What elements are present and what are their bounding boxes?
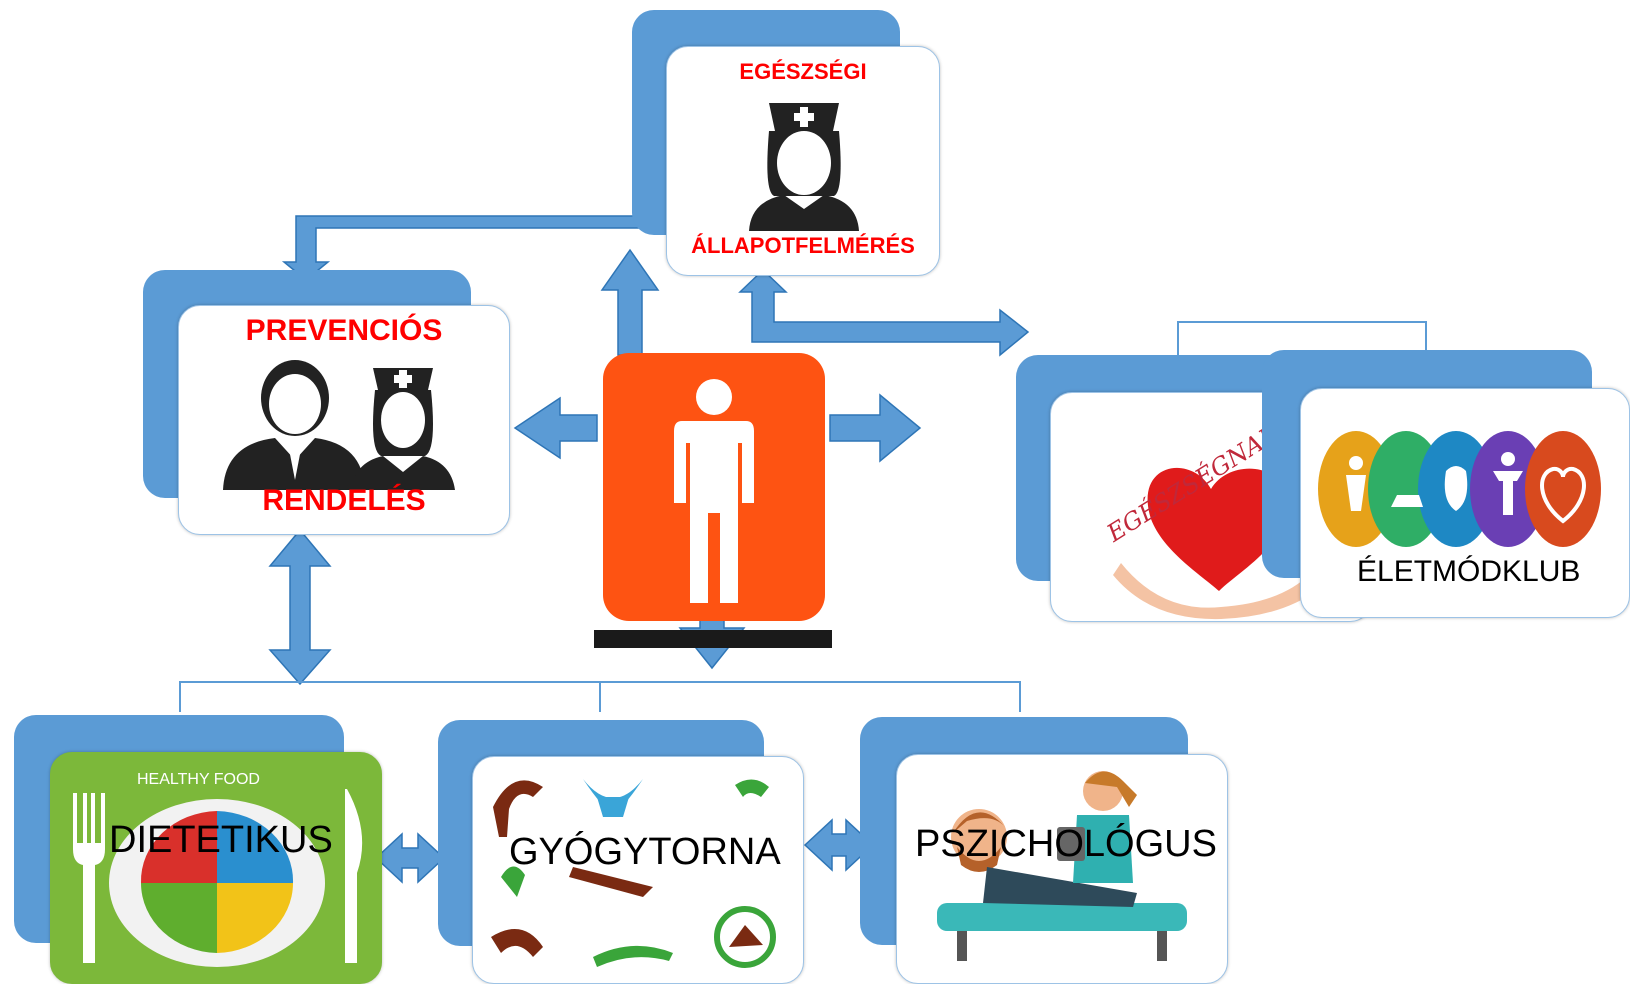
gyogytorna-card[interactable]: GYÓGYTORNA bbox=[472, 756, 804, 984]
heart-in-hand-icon: EGÉSZSÉGNAP bbox=[1101, 419, 1319, 620]
arrow-right-from-center bbox=[829, 393, 922, 463]
egeszsegi-card[interactable]: EGÉSZSÉGI ÁLLAPOTFELMÉRÉS bbox=[666, 46, 940, 276]
egeszsegi-top-label: EGÉSZSÉGI bbox=[739, 59, 867, 84]
center-person-tile[interactable] bbox=[603, 353, 825, 621]
egeszsegi-bottom-label: ÁLLAPOTFELMÉRÉS bbox=[691, 233, 915, 258]
eletmodklub-label: ÉLETMÓDKLUB bbox=[1357, 555, 1581, 588]
pszichologus-label: PSZICHOLÓGUS bbox=[915, 823, 1217, 865]
doctor-nurse-icon bbox=[223, 360, 455, 490]
healthy-plate-icon bbox=[73, 789, 363, 967]
healthy-food-label: HEALTHY FOOD bbox=[137, 771, 260, 788]
prevencios-top-label: PREVENCIÓS bbox=[245, 314, 443, 347]
gyogytorna-label: GYÓGYTORNA bbox=[509, 831, 781, 873]
lifestyle-circles-icon bbox=[1318, 431, 1601, 547]
pszichologus-card[interactable]: PSZICHOLÓGUS bbox=[896, 754, 1228, 984]
tree-line-bottom bbox=[179, 681, 1021, 712]
arrow-up-to-egeszsegi bbox=[600, 248, 660, 356]
dietetikus-card[interactable]: HEALTHY FOOD DIETETIKUS bbox=[50, 752, 382, 984]
eletmodklub-card[interactable]: ÉLETMÓDKLUB bbox=[1300, 388, 1630, 618]
stock-watermark-bar bbox=[594, 630, 832, 648]
person-icon bbox=[674, 379, 754, 603]
nurse-icon bbox=[749, 103, 859, 231]
dietetikus-label: DIETETIKUS bbox=[109, 819, 333, 861]
exercise-figures-icon bbox=[491, 779, 776, 968]
prevencios-card[interactable]: PREVENCIÓS RENDELÉS bbox=[178, 305, 510, 535]
arrow-elbow-to-right-group bbox=[738, 268, 1030, 357]
tree-line-right bbox=[1177, 321, 1427, 360]
arrow-left-to-prevencios bbox=[513, 396, 598, 460]
arrow-double-diet-gyogy bbox=[374, 832, 446, 884]
arrow-double-vertical bbox=[268, 528, 332, 686]
prevencios-bottom-label: RENDELÉS bbox=[262, 484, 426, 517]
therapy-session-icon bbox=[937, 771, 1187, 961]
